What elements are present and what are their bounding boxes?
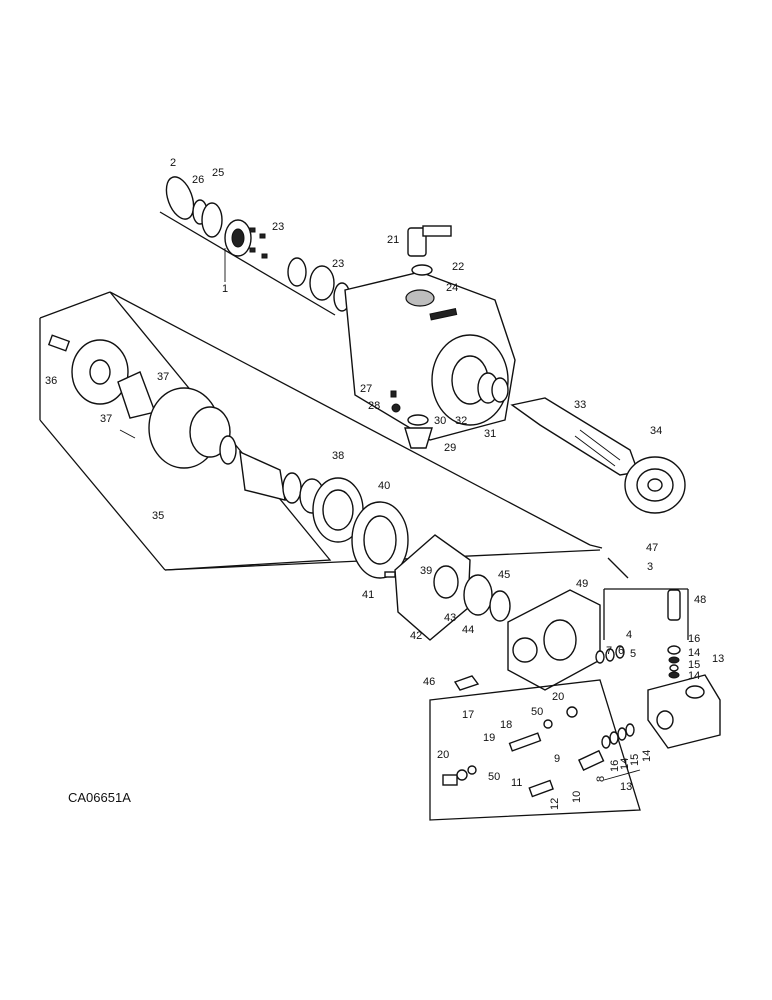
callout: 26 — [192, 174, 204, 186]
callout: 24 — [446, 282, 458, 294]
callout: 30 — [434, 415, 446, 427]
callout: 17 — [462, 709, 474, 721]
callout: 7 — [606, 645, 612, 657]
callout: 41 — [362, 589, 374, 601]
callout: 35 — [152, 510, 164, 522]
callout: 13 — [620, 781, 632, 793]
callout: 20 — [552, 691, 564, 703]
callout: 32 — [455, 415, 467, 427]
callout: 37 — [157, 371, 169, 383]
callout: 50 — [531, 706, 543, 718]
callout: 49 — [576, 578, 588, 590]
seal-kit-group — [159, 176, 351, 316]
callout: 14 — [688, 647, 700, 659]
callout: 44 — [462, 624, 474, 636]
callout: 5 — [630, 648, 636, 660]
callout: 2 — [170, 157, 176, 169]
diagram-code: CA06651A — [68, 790, 131, 805]
callout: 23 — [332, 258, 344, 270]
callout: 36 — [45, 375, 57, 387]
end-cover-group — [453, 557, 629, 691]
callout: 25 — [212, 167, 224, 179]
callout: 50 — [488, 771, 500, 783]
callout: 38 — [332, 450, 344, 462]
callout: 42 — [410, 630, 422, 642]
valve-group-box — [603, 588, 721, 749]
callout: 3 — [647, 561, 653, 573]
callout: 48 — [694, 594, 706, 606]
callout: 13 — [712, 653, 724, 665]
callout: 15 — [629, 754, 641, 766]
callout: 14 — [641, 750, 653, 762]
callout: 8 — [595, 776, 607, 782]
callout: 31 — [484, 428, 496, 440]
callout: 4 — [626, 629, 632, 641]
callout: 21 — [387, 234, 399, 246]
callout: 19 — [483, 732, 495, 744]
callout: 34 — [650, 425, 662, 437]
callout: 39 — [420, 565, 432, 577]
callout: 45 — [498, 569, 510, 581]
callout: 47 — [646, 542, 658, 554]
callout: 16 — [609, 760, 621, 772]
callout: 29 — [444, 442, 456, 454]
callout: 10 — [571, 791, 583, 803]
callout: 22 — [452, 261, 464, 273]
callout: 12 — [549, 798, 561, 810]
callout: 23 — [272, 221, 284, 233]
callout: 14 — [688, 670, 700, 682]
callout: 18 — [500, 719, 512, 731]
pump-housing — [344, 225, 516, 449]
callout: 9 — [554, 753, 560, 765]
callout: 43 — [444, 612, 456, 624]
callout: 14 — [619, 758, 631, 770]
callout: 15 — [688, 659, 700, 671]
callout-labels: 2 26 25 23 23 1 21 22 24 36 37 37 27 28 … — [45, 157, 724, 810]
port-plate-group — [384, 534, 511, 641]
callout: 16 — [688, 633, 700, 645]
drive-shaft — [510, 397, 686, 514]
callout: 11 — [511, 777, 522, 789]
callout: 27 — [360, 383, 372, 395]
callout: 46 — [423, 676, 435, 688]
callout: 1 — [222, 283, 228, 295]
callout: 20 — [437, 749, 449, 761]
callout: 28 — [368, 400, 380, 412]
rotating-group-parts — [47, 334, 409, 579]
callout: 40 — [378, 480, 390, 492]
callout: 33 — [574, 399, 586, 411]
callout: 6 — [618, 645, 624, 657]
relief-valve-box — [429, 679, 641, 821]
callout: 37 — [100, 413, 112, 425]
